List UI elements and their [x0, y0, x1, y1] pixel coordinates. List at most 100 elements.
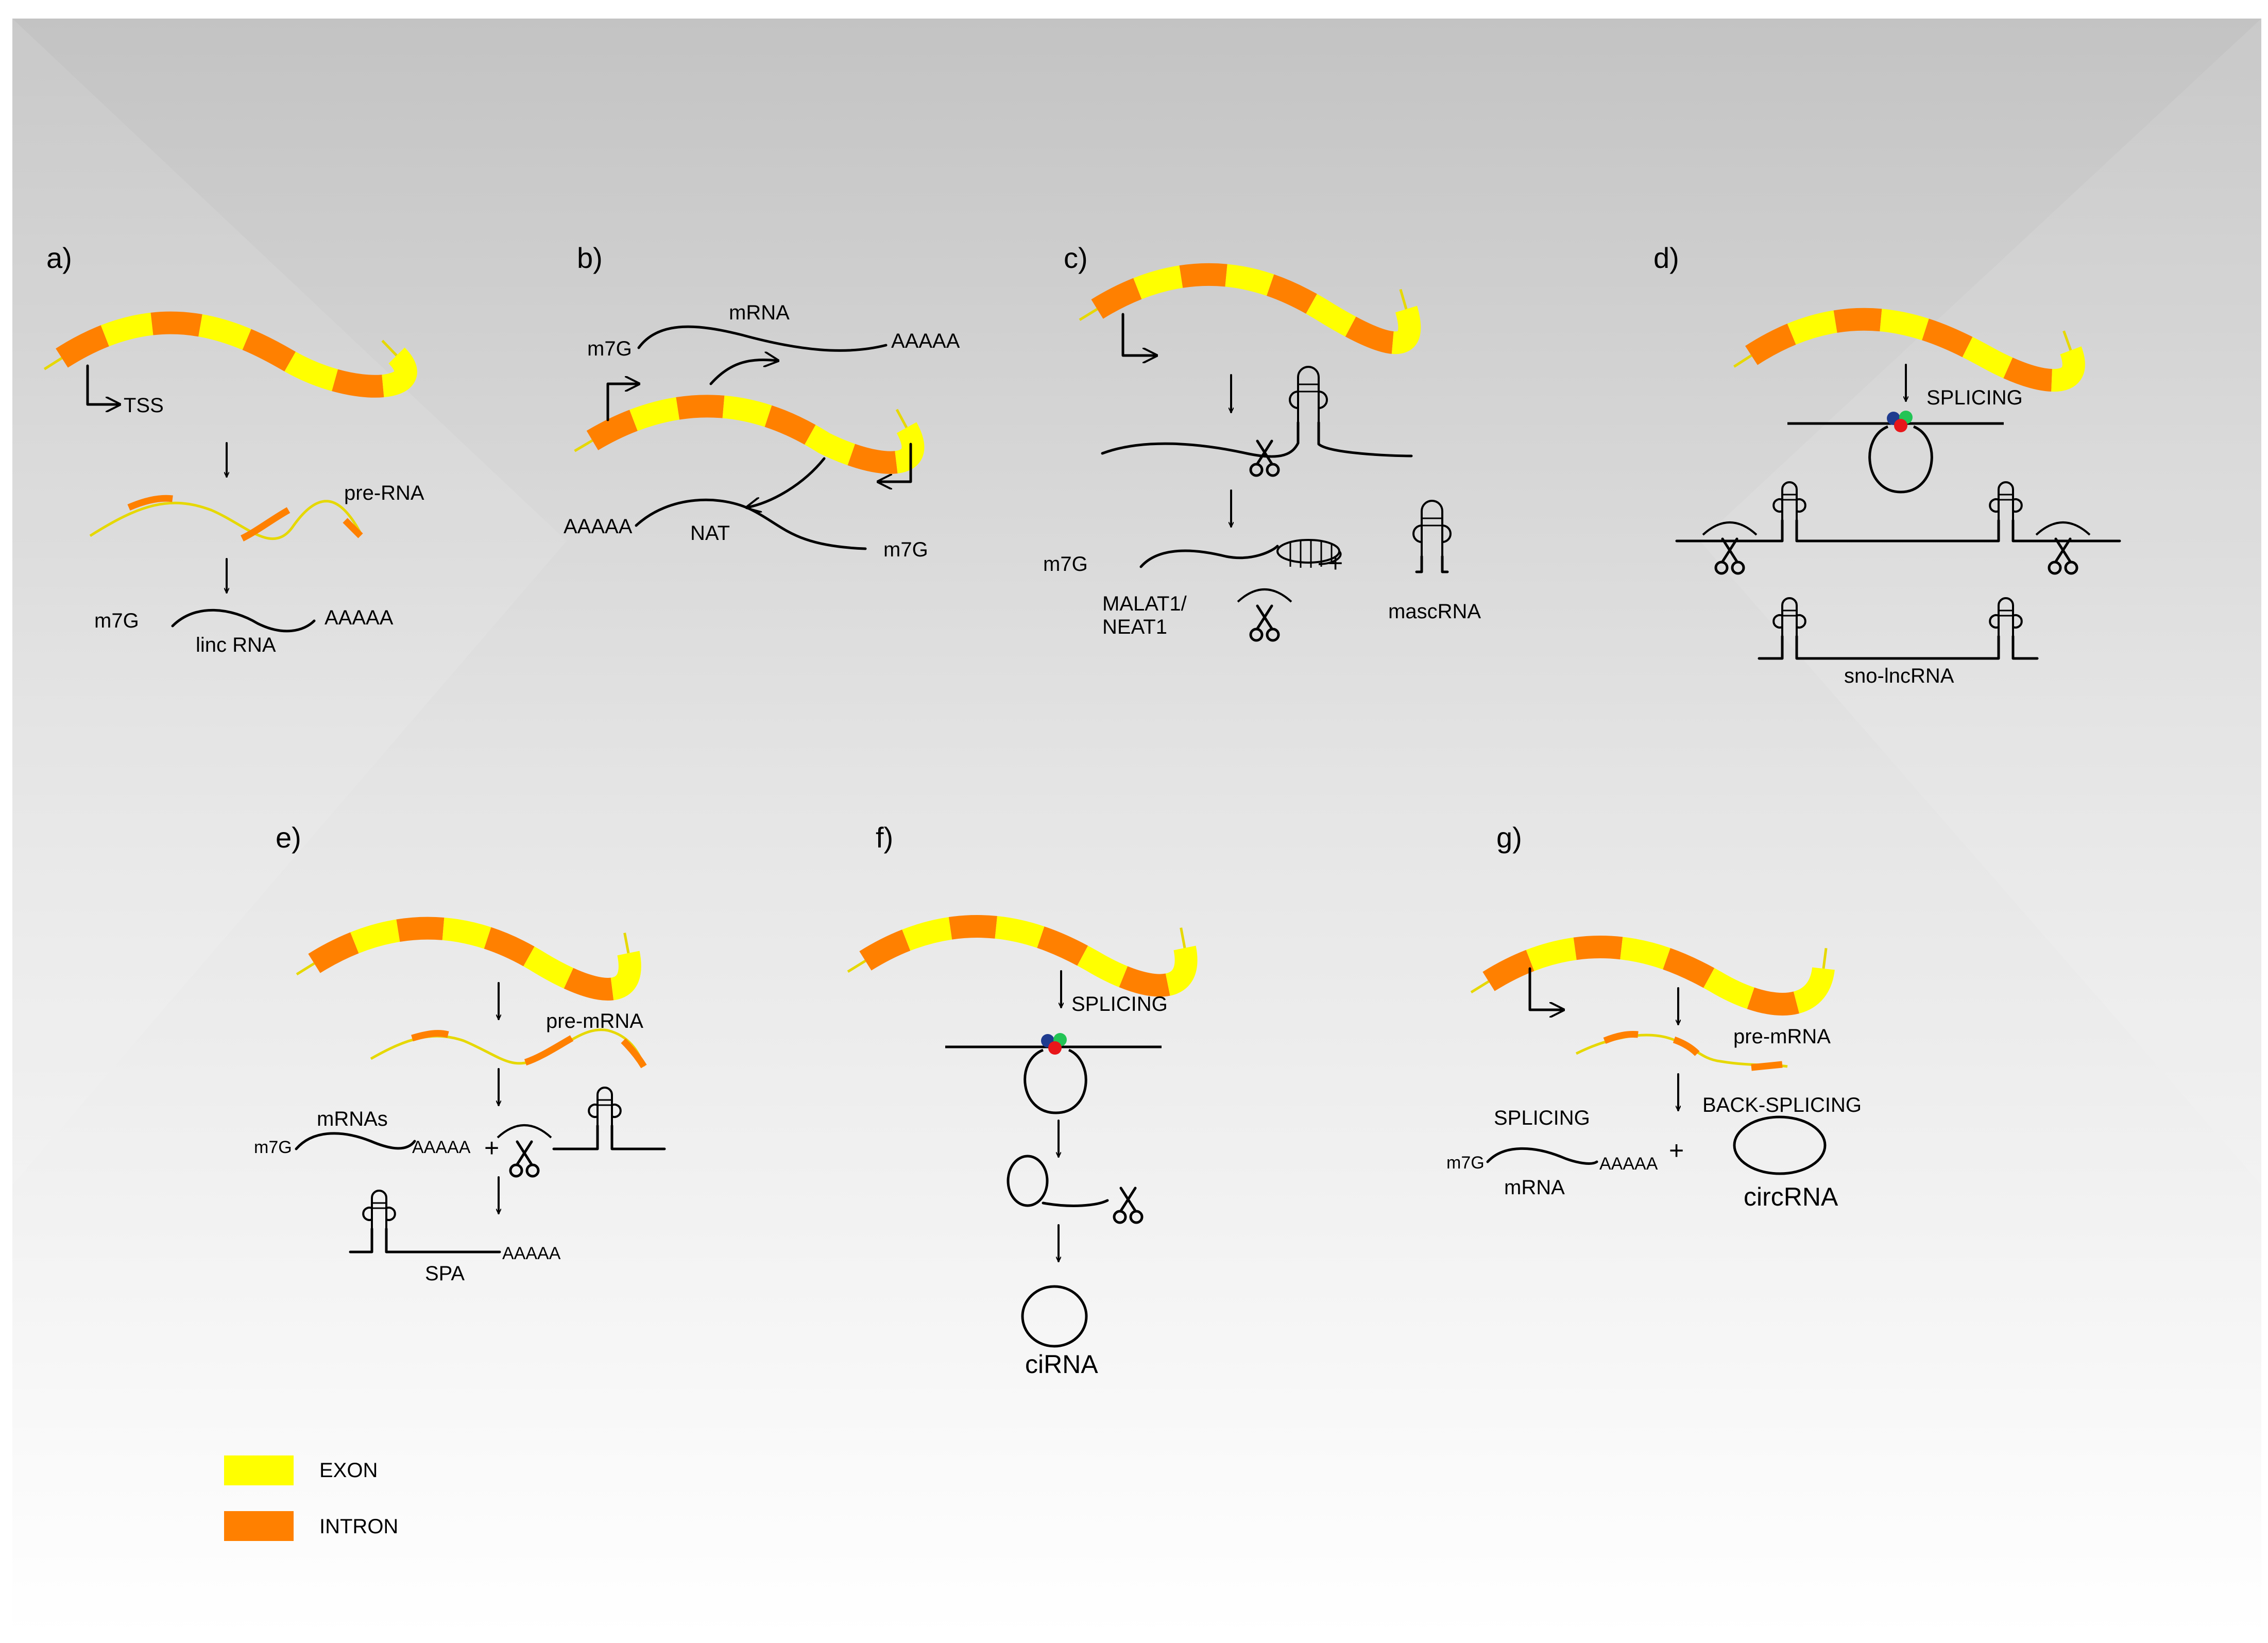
triple-helix-icon [1276, 539, 1342, 568]
intron-segment [586, 395, 925, 474]
exon-segment [1482, 936, 1835, 1015]
panel-a-label: a) [46, 242, 72, 274]
pre-rna-strand [89, 495, 363, 541]
legend-intron-swatch [224, 1511, 294, 1541]
mrnas-label: mRNAs [317, 1108, 388, 1130]
panel-e: e) pre-mRNA m7G mRNAs AAAAA + AAAAA SPA [254, 821, 666, 1285]
splicing-label-d: SPLICING [1926, 386, 2023, 409]
panel-c: c) m7G MALAT1/ NEAT1 + mascRNA [1043, 242, 1481, 640]
panel-b: b) m7G mRNA AAAAA AAAAA NAT m7G [564, 242, 960, 561]
exon-segment [859, 915, 1198, 997]
g-mrna-cap-label: m7G [1446, 1153, 1485, 1173]
strand-tail [2062, 330, 2072, 351]
mascrna-structure [1412, 500, 1452, 573]
exon-segment [1745, 308, 2085, 392]
panel-c-label: c) [1064, 242, 1088, 274]
mrna-label: mRNA [729, 301, 790, 324]
panel-d: d) SPLICING sno-lncRNA [1653, 242, 2121, 687]
circrna-label: circRNA [1744, 1182, 1838, 1211]
panel-e-label: e) [276, 821, 301, 854]
gene-strand-b [574, 395, 925, 474]
legend-intron-label: INTRON [319, 1515, 398, 1538]
exon-segment [56, 311, 417, 398]
pre-rna-label: pre-RNA [344, 482, 424, 504]
splicing-label-f: SPLICING [1071, 993, 1168, 1015]
gene-strand-g [1470, 936, 1835, 1015]
legend-exon-label: EXON [319, 1459, 378, 1482]
panel-g: g) pre-mRNA SPLICING BACK-SPLICING m7G A… [1446, 821, 1862, 1211]
strand-tail [574, 439, 593, 452]
exon-segment [1745, 308, 2085, 392]
strand-tail [381, 340, 398, 357]
exon-segment [1091, 263, 1421, 354]
intron-segment [1091, 263, 1421, 354]
cirna-label: ciRNA [1025, 1350, 1098, 1379]
nat-cap-label: m7G [883, 538, 928, 561]
exon-segment [308, 917, 641, 1001]
panel-a: a) TSS pre-RNA m7G AAAAA linc RNA [43, 242, 424, 656]
pre-mrna-label-g: pre-mRNA [1733, 1025, 1831, 1048]
panel-f: f) SPLICING ciRNA [847, 821, 1198, 1379]
exon-segment [308, 917, 641, 1001]
pre-mrna-strand-e [370, 1028, 647, 1069]
strand-tail [296, 962, 315, 976]
gene-strand-a [43, 311, 417, 398]
exon-segment [1745, 308, 2085, 392]
gene-strand-f [847, 915, 1198, 997]
strand-tail [1079, 308, 1098, 321]
mrna-cap-label: m7G [587, 337, 632, 360]
mascrna-label: mascRNA [1388, 600, 1481, 623]
spa-tail-label: AAAAA [502, 1244, 561, 1263]
linc-tail-label: AAAAA [325, 606, 394, 629]
pre-mrna-strand-g [1575, 1031, 1788, 1071]
malat-label-line1: MALAT1/ [1102, 592, 1187, 615]
exon-segment [1091, 263, 1421, 354]
panel-b-label: b) [577, 242, 603, 274]
linc-cap-label: m7G [94, 609, 139, 632]
back-splicing-label: BACK-SPLICING [1702, 1094, 1862, 1116]
strand-tail [895, 409, 908, 429]
tss-label: TSS [124, 394, 164, 417]
sno-lncrna-label: sno-lncRNA [1844, 665, 1954, 687]
mrna-tail-label: AAAAA [891, 330, 960, 352]
plus-c: + [1328, 549, 1343, 578]
exon-segment [859, 915, 1198, 997]
g-mrna-label: mRNA [1504, 1176, 1565, 1199]
strand-tail [43, 357, 63, 370]
strand-tail [1470, 980, 1490, 994]
strand-tail [623, 933, 630, 954]
strand-tail [1822, 948, 1828, 969]
spa-label: SPA [425, 1262, 465, 1285]
legend-exon-swatch [224, 1455, 294, 1485]
malat-cap-label: m7G [1043, 553, 1088, 575]
splicing-label-g: SPLICING [1494, 1107, 1590, 1129]
strand-tail [1180, 927, 1186, 948]
exon-segment [308, 917, 641, 1001]
plus-e: + [484, 1133, 499, 1162]
legend: EXON INTRON [224, 1455, 398, 1541]
intron-segment [1482, 936, 1835, 1015]
strand-tail [1733, 354, 1752, 368]
exon-segment [56, 311, 417, 398]
panel-f-label: f) [876, 821, 893, 854]
exon-segment [859, 915, 1198, 997]
malat-label-line2: NEAT1 [1102, 616, 1167, 638]
nat-label: NAT [690, 522, 730, 545]
strand-tail [1399, 289, 1408, 310]
mrnas-cap-label: m7G [254, 1138, 292, 1157]
strand-tail [847, 959, 866, 973]
linc-rna-label: linc RNA [196, 634, 276, 656]
nat-tail-label: AAAAA [564, 515, 633, 538]
exon-segment [1482, 936, 1835, 1015]
plus-g: + [1669, 1136, 1684, 1165]
gene-strand-d [1733, 308, 2085, 392]
gene-strand-c [1079, 263, 1421, 354]
exon-segment [586, 395, 925, 474]
pre-mrna-label-e: pre-mRNA [546, 1010, 643, 1032]
gene-strand-e [296, 917, 641, 1001]
panel-g-label: g) [1496, 821, 1522, 854]
mrnas-tail-label: AAAAA [412, 1138, 471, 1157]
exon-segment [586, 395, 925, 474]
intron-segment [56, 311, 417, 398]
